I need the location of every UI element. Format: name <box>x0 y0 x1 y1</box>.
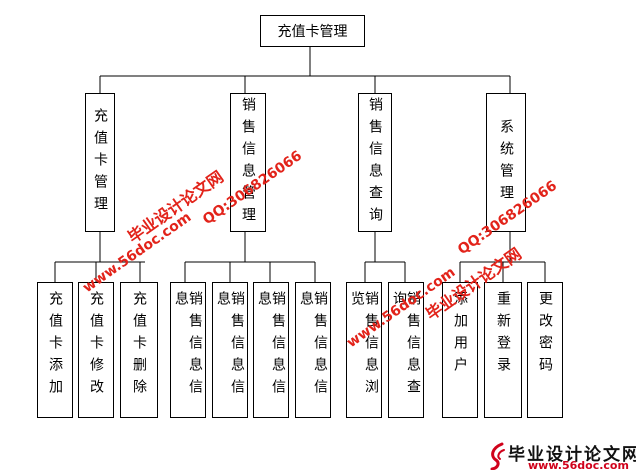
leaf-node-sales-info-1: 销售信息信息 <box>170 282 206 418</box>
module-node-recharge-card: 充值卡管理 <box>85 93 115 232</box>
module-node-label: 充值卡管理 <box>92 107 108 218</box>
leaf-node-sales-info-4: 销售信息信息 <box>295 282 331 418</box>
leaf-node-sales-info-2: 销售信息信息 <box>212 282 248 418</box>
leaf-node-card-edit: 充值卡修改 <box>78 282 114 418</box>
footer-site-text: www.56doc.com <box>528 459 629 472</box>
leaf-node-sales-search: 销售信息查询 <box>388 282 424 418</box>
leaf-node-label: 充值卡修改 <box>88 291 104 401</box>
leaf-node-add-user: 添加用户 <box>442 282 478 418</box>
leaf-node-card-delete: 充值卡删除 <box>120 282 158 418</box>
leaf-node-label: 销售信息信息 <box>256 291 286 401</box>
leaf-node-label: 销售信息信息 <box>298 291 328 401</box>
leaf-node-label: 销售信息信息 <box>173 291 203 401</box>
leaf-node-sales-browse: 销售信息浏览 <box>346 282 382 418</box>
module-node-sales-query: 销售信息查询 <box>358 93 392 232</box>
leaf-node-label: 销售信息信息 <box>215 291 245 401</box>
leaf-node-label: 重新登录 <box>495 291 511 379</box>
footer-brand-logo: 毕业设计论文网 www.56doc.com <box>488 440 636 472</box>
root-node-label: 充值卡管理 <box>277 24 348 40</box>
leaf-node-label: 充值卡添加 <box>47 291 63 401</box>
leaf-node-sales-info-3: 销售信息信息 <box>253 282 289 418</box>
leaf-node-card-add: 充值卡添加 <box>37 282 73 418</box>
leaf-node-label: 销售信息查询 <box>391 291 421 401</box>
footer-brand-text: 毕业设计论文网 <box>508 445 636 465</box>
module-node-sales-manage: 销售信息管理 <box>230 93 266 232</box>
module-node-system: 系统管理 <box>486 93 526 232</box>
root-node: 充值卡管理 <box>260 15 365 47</box>
module-node-label: 销售信息管理 <box>240 96 256 229</box>
leaf-node-relogin: 重新登录 <box>484 282 522 418</box>
leaf-node-change-password: 更改密码 <box>527 282 563 418</box>
leaf-node-label: 销售信息浏览 <box>349 291 379 401</box>
brand-swirl-icon <box>490 442 505 470</box>
leaf-node-label: 充值卡删除 <box>131 291 147 401</box>
module-node-label: 系统管理 <box>498 118 514 207</box>
leaf-node-label: 更改密码 <box>537 291 553 379</box>
module-node-label: 销售信息查询 <box>367 96 383 229</box>
leaf-node-label: 添加用户 <box>452 291 468 379</box>
